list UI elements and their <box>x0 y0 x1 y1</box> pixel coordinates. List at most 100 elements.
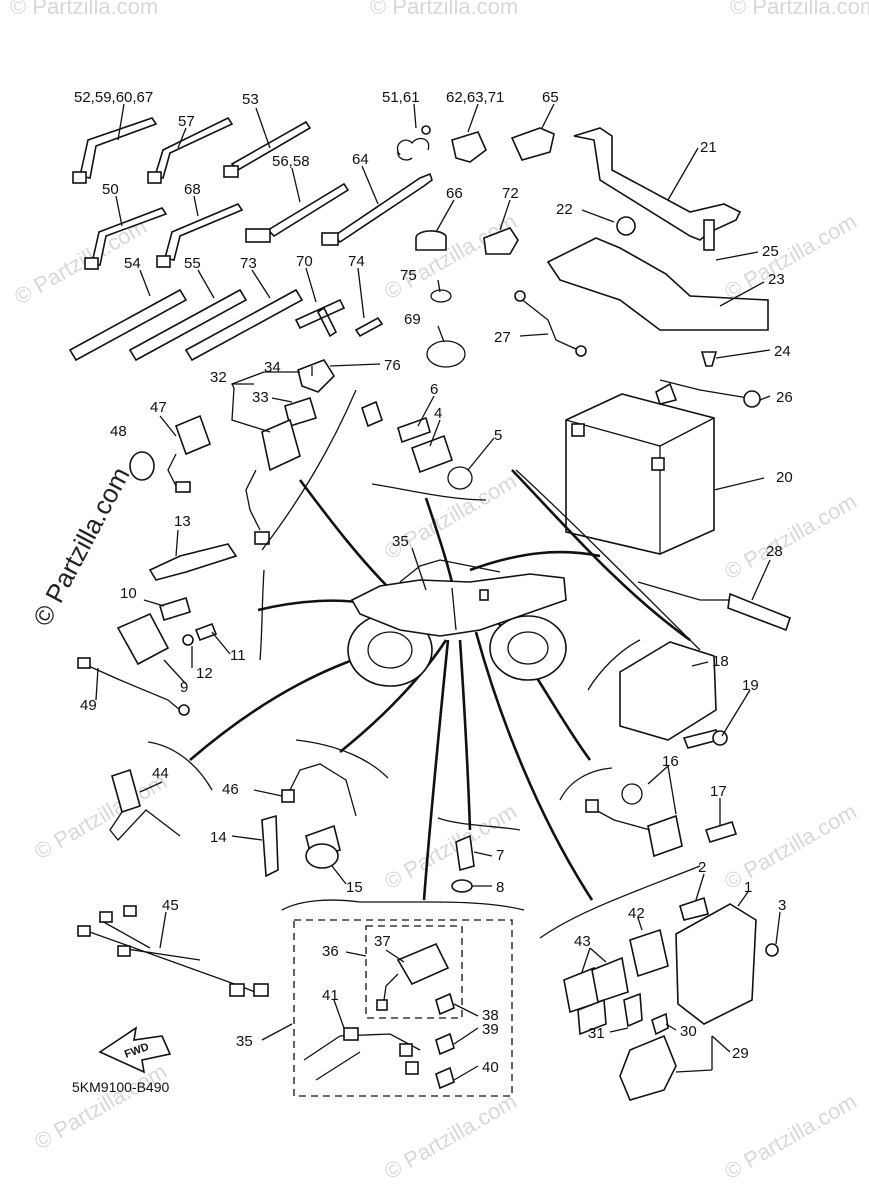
callout-64: 64 <box>352 151 369 168</box>
callout-45: 45 <box>162 897 179 914</box>
rectifier-regulator <box>619 641 728 749</box>
lower-sensors <box>109 763 357 878</box>
callout-27: 27 <box>494 329 511 346</box>
callout-30: 30 <box>680 1023 697 1040</box>
callout-69: 69 <box>404 311 421 328</box>
callout-12: 12 <box>196 665 213 682</box>
callout-6: 6 <box>430 381 438 398</box>
callout-39-visible: 39 <box>482 1021 499 1038</box>
callout-38: 38 <box>482 1007 499 1024</box>
battery <box>565 379 761 555</box>
callout-49: 49 <box>80 697 97 714</box>
callout-51-61: 51,61 <box>382 89 420 106</box>
callout-54: 54 <box>124 255 141 272</box>
callout-75: 75 <box>400 267 417 284</box>
wire-harness-45 <box>77 905 269 997</box>
callout-57: 57 <box>178 113 195 130</box>
callout-8: 8 <box>496 879 504 896</box>
callout-5: 5 <box>494 427 502 444</box>
callout-74: 74 <box>348 253 365 270</box>
callout-15: 15 <box>346 879 363 896</box>
callout-10: 10 <box>120 585 137 602</box>
callout-41: 41 <box>322 987 339 1004</box>
watermark: © Partzilla.com <box>380 209 521 305</box>
atv-vehicle <box>347 559 567 687</box>
watermark: © Partzilla.com <box>720 209 861 305</box>
callout-47: 47 <box>150 399 167 416</box>
callout-56-58: 56,58 <box>272 153 310 170</box>
callout-46: 46 <box>222 781 239 798</box>
callout-72: 72 <box>502 185 519 202</box>
callout-52-59-60-67: 52,59,60,67 <box>74 89 153 106</box>
callout-9: 9 <box>180 679 188 696</box>
leader-lines <box>147 371 701 939</box>
callout-50: 50 <box>102 181 119 198</box>
speed-sensor <box>361 400 473 490</box>
callout-36: 36 <box>322 943 339 960</box>
harness-box <box>293 919 513 1097</box>
callout-68: 68 <box>184 181 201 198</box>
callout-24: 24 <box>774 343 791 360</box>
callout-65: 65 <box>542 89 559 106</box>
callout-1: 1 <box>744 879 752 896</box>
callout-73: 73 <box>240 255 257 272</box>
leads <box>514 290 791 632</box>
fwd-arrow-icon: FWD <box>98 1026 172 1074</box>
callout-4: 4 <box>434 405 442 422</box>
watermark: © Partzilla.com <box>10 0 158 19</box>
diagram-code: 5KM9100-B490 <box>72 1079 170 1095</box>
callout-33: 33 <box>252 389 269 406</box>
watermark: © Partzilla.com <box>720 489 861 585</box>
callout-21: 21 <box>700 139 717 156</box>
callout-16: 16 <box>662 753 679 770</box>
callout-13: 13 <box>174 513 191 530</box>
callout-70: 70 <box>296 253 313 270</box>
callout-20: 20 <box>776 469 793 486</box>
watermark: © Partzilla.com <box>720 799 861 895</box>
watermark: © Partzilla.com <box>370 0 518 19</box>
callout-43: 43 <box>574 933 591 950</box>
callout-37: 37 <box>374 933 391 950</box>
watermark-large: © Partzilla.com <box>27 462 136 631</box>
callout-32: 32 <box>210 369 227 386</box>
callout-26: 26 <box>776 389 793 406</box>
cable-ties <box>72 116 433 270</box>
callout-48: 48 <box>110 423 127 440</box>
callout-66: 66 <box>446 185 463 202</box>
callout-11: 11 <box>230 647 246 664</box>
bolt-7-washer-8 <box>451 834 475 893</box>
callout-22: 22 <box>556 201 573 218</box>
watermark: © Partzilla.com <box>720 1089 861 1185</box>
callout-42: 42 <box>628 905 645 922</box>
watermark: © Partzilla.com <box>30 769 171 865</box>
callout-28: 28 <box>766 543 783 560</box>
callout-29: 29 <box>732 1045 749 1062</box>
ecu-and-relays <box>563 896 779 1101</box>
main-switch <box>245 359 336 545</box>
callout-14: 14 <box>210 829 227 846</box>
callout-35-vehicle: 35 <box>392 533 409 550</box>
callout-62-63-71: 62,63,71 <box>446 89 504 106</box>
watermark: © Partzilla.com <box>380 1089 521 1185</box>
callout-76: 76 <box>384 357 401 374</box>
callout-3: 3 <box>778 897 786 914</box>
callout-40: 40 <box>482 1059 499 1076</box>
clamps <box>396 125 555 368</box>
callout-55: 55 <box>184 255 201 272</box>
callout-25: 25 <box>762 243 779 260</box>
battery-brackets <box>546 127 769 367</box>
switch-16 <box>585 783 738 858</box>
callout-19: 19 <box>742 677 759 694</box>
watermark: © Partzilla.com <box>730 0 869 19</box>
label-leaders <box>95 103 781 1081</box>
callout-17: 17 <box>710 783 727 800</box>
callout-2: 2 <box>698 859 706 876</box>
callout-53: 53 <box>242 91 259 108</box>
callout-44: 44 <box>152 765 169 782</box>
callout-35-harness: 35 <box>236 1033 253 1050</box>
callout-23: 23 <box>768 271 785 288</box>
callout-18: 18 <box>712 653 729 670</box>
callout-34: 34 <box>264 359 281 376</box>
